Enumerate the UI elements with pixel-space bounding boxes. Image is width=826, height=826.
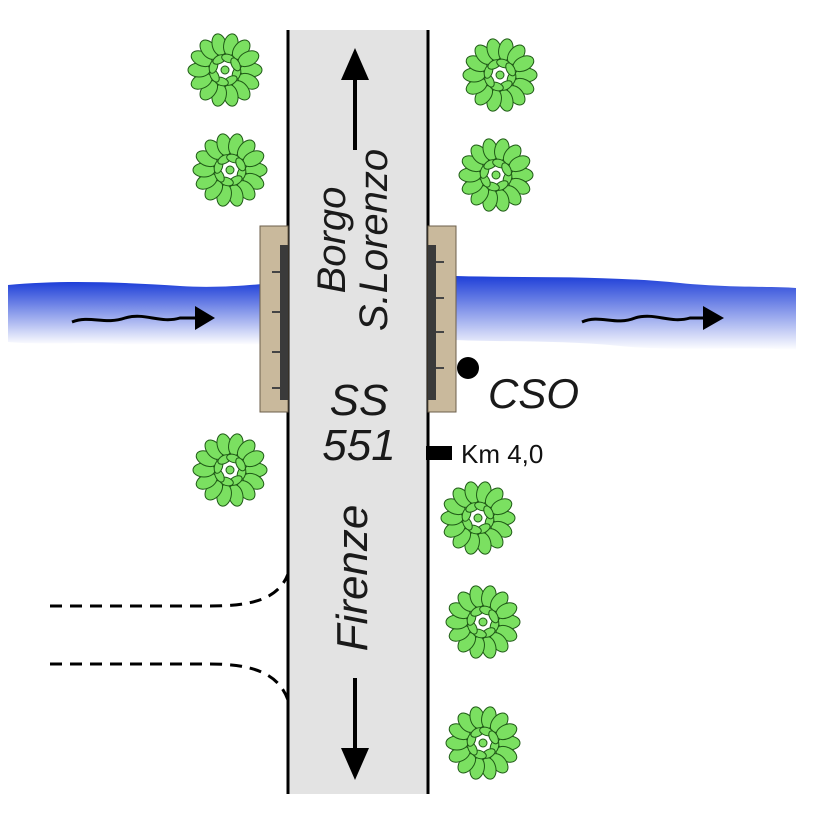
flow-arrow-icon	[71, 306, 215, 330]
road-label-ss: SS	[330, 376, 389, 425]
river-right	[456, 276, 796, 350]
side-road	[50, 573, 290, 701]
tree-icon	[462, 38, 538, 112]
bridge	[259, 225, 457, 413]
km-marker-icon	[426, 446, 452, 460]
tree-icon	[445, 706, 521, 780]
tree-icon	[458, 138, 534, 212]
km-marker-label: Km 4,0	[461, 439, 543, 469]
tree-icon	[445, 585, 521, 659]
road-label-551: 551	[322, 421, 395, 470]
road-label-borgo: Borgo	[310, 187, 354, 294]
tree-icon	[192, 133, 268, 207]
station-dot-icon	[457, 357, 479, 379]
road	[288, 30, 428, 794]
direction-arrow-icon	[341, 48, 369, 150]
tree-icon	[440, 481, 516, 555]
river-left	[8, 282, 262, 345]
direction-arrow-icon	[341, 678, 369, 780]
tree-icon	[187, 33, 263, 107]
road-label-slorenzo: S.Lorenzo	[352, 149, 396, 331]
trees	[187, 33, 538, 780]
station-label: CSO	[488, 370, 579, 417]
flow-arrow-icon	[581, 306, 724, 330]
road-label-firenze: Firenze	[328, 505, 377, 652]
tree-icon	[192, 433, 268, 507]
